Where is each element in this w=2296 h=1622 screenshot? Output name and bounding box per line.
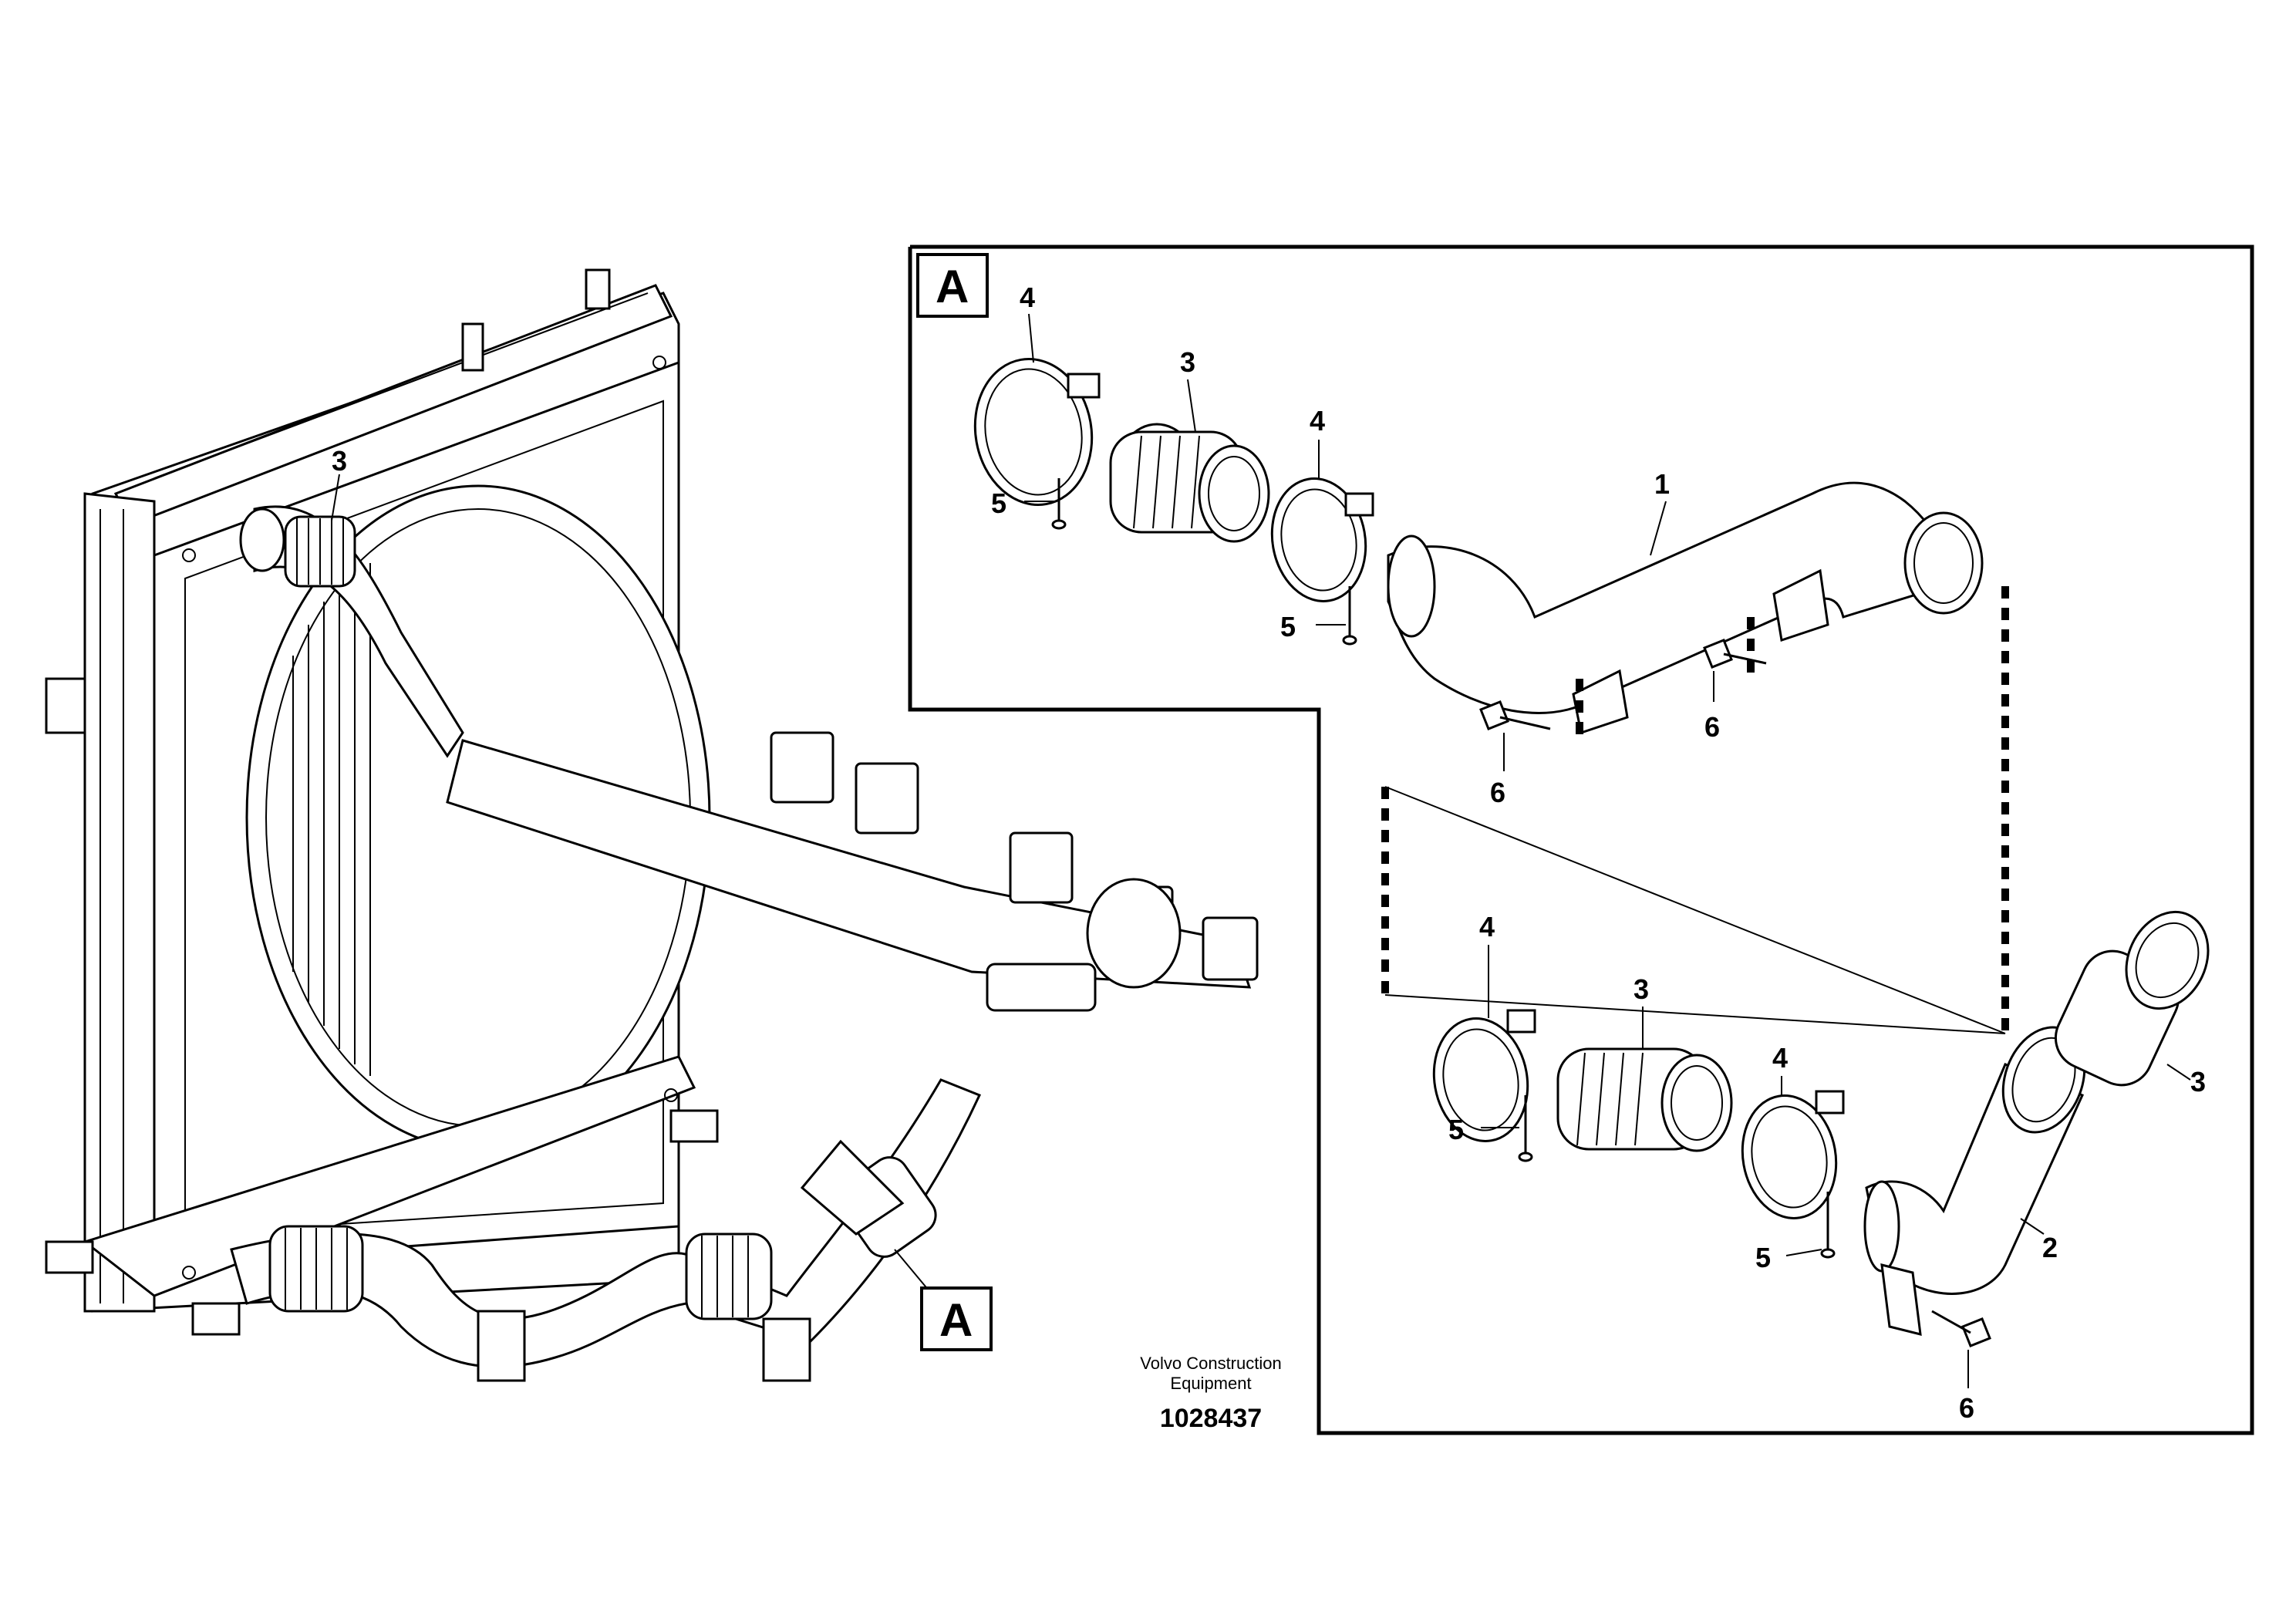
- screw-5c: [1518, 1095, 1533, 1162]
- credit-line-2: Equipment: [1170, 1374, 1251, 1393]
- svg-text:A: A: [936, 261, 969, 312]
- hose-upper: [284, 515, 356, 588]
- callout-5c: 5: [1448, 1114, 1464, 1145]
- callout-3c: 3: [2190, 1066, 2206, 1098]
- bolt-6b: [1703, 639, 1767, 669]
- pipe-2: [1863, 1026, 2086, 1336]
- charge-air-pipe-lower: [230, 1078, 982, 1382]
- hose-3c: [2054, 910, 2210, 1087]
- clamp-4d: [1741, 1090, 1845, 1219]
- credit-line-1: Volvo Construction: [1140, 1354, 1281, 1373]
- screw-5b: [1342, 586, 1357, 646]
- leader-lines: [1024, 313, 2191, 1388]
- bolt-6a: [1479, 700, 1551, 730]
- screw-5d: [1820, 1192, 1836, 1259]
- callout-5a: 5: [991, 487, 1006, 519]
- detail-a-frame: A: [908, 244, 2254, 1435]
- document-number: 1028437: [1160, 1404, 1262, 1433]
- hose-lower-mid: [685, 1233, 773, 1320]
- callout-6b: 6: [1704, 711, 1720, 743]
- engine-manifold: [446, 731, 1259, 1012]
- hose-lower-left: [268, 1225, 364, 1313]
- callout-6a: 6: [1490, 777, 1505, 808]
- callout-6c: 6: [1959, 1392, 1974, 1424]
- credit-block: Volvo Construction Equipment 1028437: [1140, 1354, 1281, 1433]
- callout-5b: 5: [1280, 611, 1296, 642]
- hose-3b: [1556, 1047, 1733, 1152]
- hose-3a: [1109, 423, 1270, 543]
- callout-main-3: 3: [332, 445, 347, 477]
- callout-2: 2: [2042, 1232, 2058, 1263]
- view-a-marker: A: [920, 1286, 993, 1351]
- bolt-6c: [1931, 1310, 1991, 1347]
- callout-4d: 4: [1772, 1042, 1788, 1074]
- clamp-4c: [1432, 1009, 1536, 1142]
- screw-5a: [1051, 478, 1067, 530]
- clamp-4b: [1270, 477, 1374, 602]
- callout-3b: 3: [1633, 973, 1649, 1005]
- callout-4c: 4: [1479, 911, 1495, 943]
- callout-3a: 3: [1180, 346, 1195, 378]
- pipe-1: [1387, 481, 1984, 734]
- radiator-fins: [292, 563, 371, 1076]
- callout-4b: 4: [1310, 405, 1325, 437]
- svg-text:A: A: [939, 1294, 973, 1346]
- charge-air-pipe-upper: [239, 505, 464, 758]
- clamp-4a: [973, 358, 1101, 506]
- callout-1: 1: [1654, 468, 1670, 500]
- callout-4a: 4: [1020, 282, 1035, 313]
- callout-5d: 5: [1755, 1242, 1771, 1273]
- radiator-assembly: [45, 268, 719, 1336]
